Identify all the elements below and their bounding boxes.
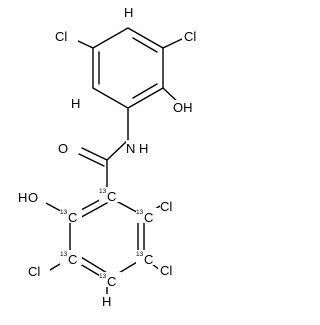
carbon-c2: C	[144, 210, 153, 225]
isotope-mass-c2: 13	[136, 209, 144, 216]
atom-oh-right: OH	[173, 100, 193, 115]
atom-h-left: H	[71, 96, 80, 111]
atom-o-carbonyl: O	[58, 141, 68, 156]
atom-oh-left-o: O	[28, 190, 38, 205]
isotope-mass-c3: 13	[136, 251, 144, 258]
isotope-label-c4: 13 C	[99, 272, 121, 289]
carbon-c1: C	[107, 189, 116, 204]
carbon-c5: C	[68, 252, 77, 267]
atom-n-h: H	[139, 141, 148, 156]
atom-cl-top-right: Cl	[184, 29, 196, 44]
atom-h-top: H	[124, 5, 133, 20]
atom-oh-left-h: H	[18, 190, 27, 205]
carbon-c3: C	[144, 252, 153, 267]
atom-cl-right-lower: Cl	[160, 263, 172, 278]
isotope-mass-c4: 13	[99, 273, 107, 280]
upper-substituent-bonds	[75, 37, 185, 141]
isotope-label-c5: 13 C	[60, 250, 82, 267]
atom-cl-right-upper: Cl	[160, 199, 172, 214]
carbon-c6: C	[68, 210, 77, 225]
isotope-mass-c1: 13	[99, 188, 107, 195]
isotope-label-c2: 13 C	[136, 208, 158, 225]
atom-h-bottom: H	[102, 294, 111, 309]
isotope-label-c3: 13 C	[136, 250, 158, 267]
atom-cl-left-lower: Cl	[28, 264, 40, 279]
isotope-label-c1: 13 C	[99, 187, 121, 204]
upper-ring-bonds	[92, 27, 164, 109]
isotope-mass-c6: 13	[60, 209, 68, 216]
isotope-label-c6: 13 C	[60, 208, 82, 225]
structure-diagram: Cl H Cl H OH O N H H O Cl Cl Cl H 13 C 1…	[18, 5, 197, 309]
isotope-mass-c5: 13	[60, 251, 68, 258]
atom-n: N	[126, 141, 135, 156]
atom-cl-top-left: Cl	[55, 29, 67, 44]
carbon-c4: C	[107, 274, 116, 289]
